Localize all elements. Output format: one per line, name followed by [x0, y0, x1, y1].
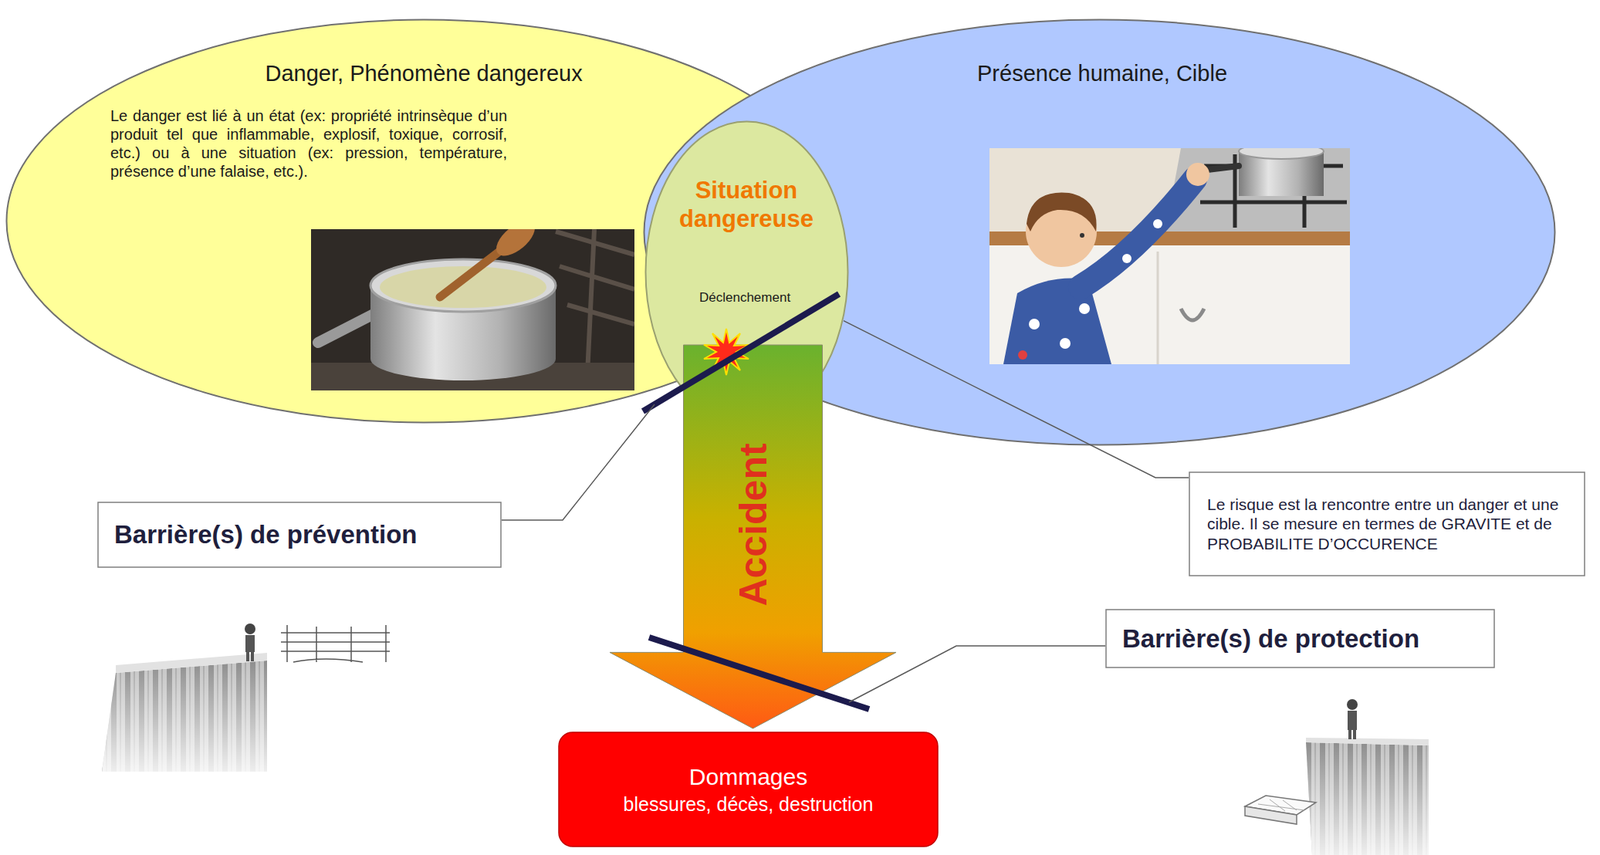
- child-photo: [989, 245, 1350, 365]
- cliff-with-mattress: [1305, 742, 1429, 855]
- pot-photo: [311, 229, 635, 391]
- child-photo: [1180, 308, 1205, 321]
- cliff-with-fence: [244, 623, 256, 635]
- pot-photo: [317, 312, 377, 343]
- child-photo: [1186, 162, 1210, 187]
- cliff-with-mattress: [1346, 699, 1358, 711]
- cliff-with-mattress: [1258, 799, 1305, 812]
- prevention-barrier-bar: [642, 294, 839, 412]
- child-photo: [1238, 148, 1324, 159]
- cliff-with-mattress: [1305, 742, 1429, 855]
- cliff-with-fence: [245, 635, 255, 653]
- cliff-with-fence: [280, 625, 390, 663]
- region-heading: Présence humaine, Cible: [977, 60, 1228, 88]
- overlap-ellipse: Situation dangereuse: [644, 120, 850, 424]
- child-photo: [1153, 219, 1163, 229]
- outcome-box-fill: [558, 732, 938, 847]
- cliff-with-mattress: [1305, 737, 1429, 746]
- child-photo: [1079, 233, 1085, 238]
- outcome-box: Dommagesblessures, décès, destruction: [558, 731, 939, 848]
- child-photo: [1079, 303, 1090, 315]
- cliff-with-mattress: [1244, 806, 1297, 825]
- pot-photo: [439, 248, 504, 298]
- accident-arrow-fill: [609, 345, 897, 729]
- trigger-label: Déclenchement: [699, 290, 791, 306]
- pot-photo: [370, 259, 556, 312]
- leader-line: [501, 404, 655, 521]
- definition-text: Le danger est lié à un état (ex: proprié…: [110, 106, 508, 181]
- cliff-with-mattress: [1347, 710, 1357, 731]
- callout-text: Barrière(s) de prévention: [114, 519, 417, 551]
- protection-barrier-bar: [649, 637, 870, 710]
- note-box-fill: [1189, 472, 1585, 576]
- child-photo: [989, 148, 1350, 365]
- child-photo: [1156, 251, 1160, 365]
- child-photo: [989, 148, 1350, 365]
- callout-box-fill: [98, 502, 501, 568]
- cliff-with-fence: [101, 623, 390, 772]
- arrow-label: Accident: [729, 443, 776, 606]
- hazard-ellipse-fill: [6, 20, 842, 423]
- cliff-with-fence: [101, 660, 268, 772]
- pot-photo: [379, 266, 547, 308]
- cliff-with-mattress: [1348, 730, 1352, 740]
- callout-box-fill: [1106, 609, 1495, 668]
- outcome-heading: Dommages: [689, 763, 808, 792]
- cliff-with-fence: [250, 652, 254, 662]
- child-photo: [1018, 350, 1028, 360]
- leader-line: [843, 321, 1189, 478]
- accident-arrow: Accident: [609, 345, 897, 730]
- child-photo: [1059, 338, 1071, 349]
- situation-label: Situation dangereuse: [661, 175, 832, 234]
- target-ellipse-fill: [644, 20, 1556, 446]
- child-photo: [1080, 179, 1195, 288]
- child-photo: [1122, 253, 1132, 264]
- callout-box: Barrière(s) de prévention: [97, 501, 502, 569]
- pot-photo: [490, 229, 541, 263]
- child-photo: [1026, 192, 1097, 233]
- child-photo: [1028, 318, 1040, 330]
- callout-text: Barrière(s) de protection: [1122, 623, 1420, 655]
- region-heading: Danger, Phénomène dangereux: [265, 60, 583, 88]
- note-text: Le risque est la rencontre entre un dang…: [1207, 494, 1564, 554]
- cliff-with-fence: [246, 652, 250, 662]
- note-box: Le risque est la rencontre entre un dang…: [1188, 471, 1586, 577]
- callout-box: Barrière(s) de protection: [1105, 608, 1496, 669]
- overlap-ellipse-fill: [646, 121, 849, 423]
- cliff-with-mattress: [1244, 699, 1429, 855]
- cliff-with-fence: [101, 660, 268, 772]
- cliff-with-fence: [115, 652, 268, 674]
- overlap-ellipse-outline: [644, 120, 850, 424]
- leader-line: [849, 646, 1106, 703]
- pot-photo: [311, 229, 635, 391]
- outcome-detail: blessures, décès, destruction: [623, 792, 874, 816]
- cliff-with-mattress: [1353, 730, 1357, 740]
